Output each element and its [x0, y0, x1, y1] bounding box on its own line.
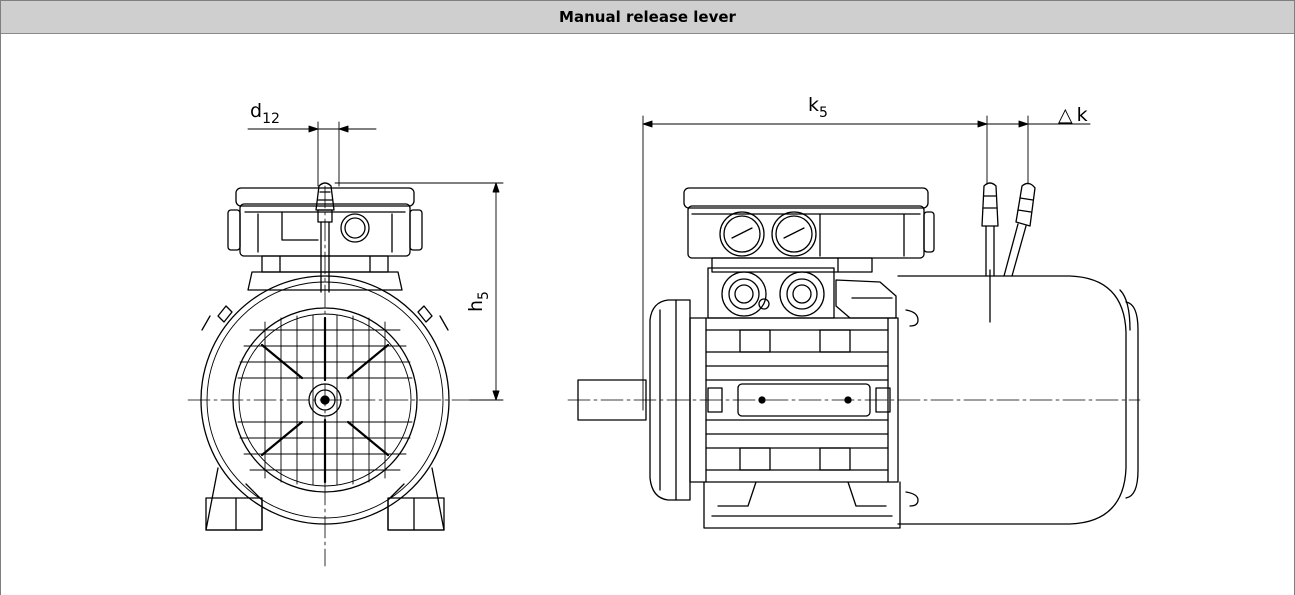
side-motor-feet: [703, 481, 919, 529]
front-release-lever: [315, 182, 335, 293]
front-motor-housing: [200, 271, 450, 525]
svg-text:h5: h5: [465, 291, 492, 312]
front-motor-feet: [205, 467, 445, 531]
h5-dimension: [334, 182, 504, 401]
front-terminal-box: [227, 187, 423, 273]
fan-grille: [237, 314, 413, 486]
motor-body: [689, 317, 899, 483]
k5-label: k5: [808, 94, 828, 121]
delta-k-label: △k: [1058, 104, 1088, 126]
brake-fan-cover: [897, 269, 1139, 525]
side-release-lever-positions: [981, 182, 1036, 277]
k5-dimension: [642, 115, 1091, 411]
side-terminal-box: [683, 187, 935, 273]
front-view: [187, 121, 504, 567]
h5-label: h5: [465, 291, 492, 312]
side-view: [567, 115, 1141, 529]
d12-dimension: [247, 121, 377, 187]
motor-shaft: [577, 379, 647, 421]
end-shield: [649, 299, 691, 501]
figure-title: Manual release lever: [559, 8, 736, 26]
d12-label: d12: [250, 100, 280, 127]
cable-glands: [707, 267, 919, 327]
figure-header: Manual release lever: [1, 1, 1294, 34]
